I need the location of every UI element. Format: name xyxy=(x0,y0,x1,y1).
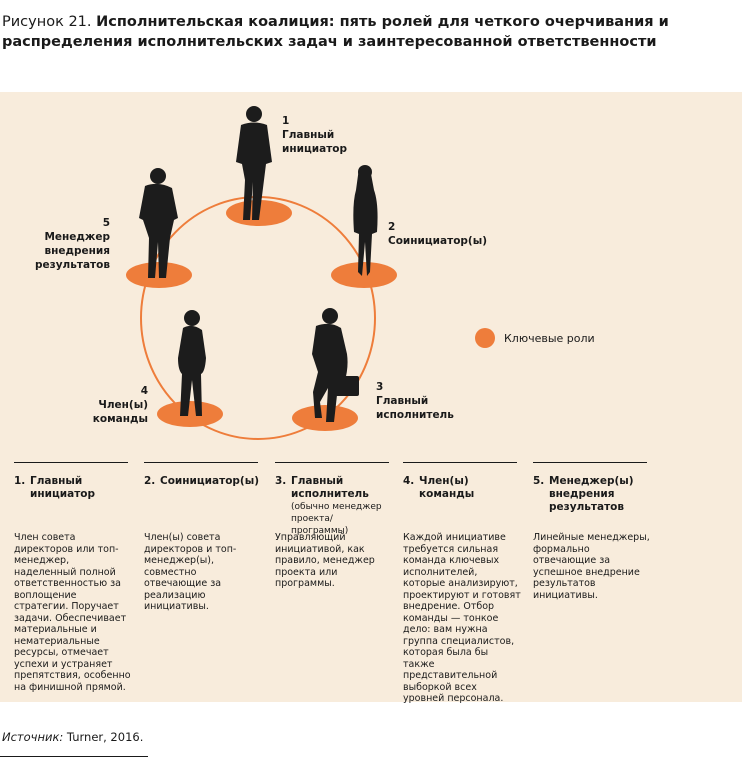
role-2-label: Соинициатор(ы) xyxy=(388,235,488,247)
role-label-4: 4 Член(ы) команды xyxy=(60,384,148,426)
column-heading: 3. Главный исполнитель (обычно менеджер … xyxy=(275,475,389,537)
column-heading: 1. Главный инициатор xyxy=(14,475,128,501)
column-number: 4. xyxy=(403,475,415,487)
role-label-1: 1 Главный инициатор xyxy=(282,114,352,156)
role-column-4: 4. Член(ы) команды Каждой инициативе тре… xyxy=(403,462,521,704)
column-body: Член совета директоров или топ-менеджер,… xyxy=(14,532,131,693)
column-title: Член(ы) команды xyxy=(419,475,475,500)
role-disc-2 xyxy=(331,262,397,288)
column-heading: 4. Член(ы) команды xyxy=(403,475,517,501)
person-1-silhouette xyxy=(236,106,272,220)
role-2-number: 2 xyxy=(388,221,396,233)
person-4-silhouette xyxy=(178,310,206,416)
figure-title-text: Исполнительская коалиция: пять ролей для… xyxy=(2,14,669,50)
role-3-label: Главный исполнитель xyxy=(376,395,454,421)
column-divider xyxy=(533,462,647,463)
coalition-diagram xyxy=(126,106,397,440)
role-3-number: 3 xyxy=(376,381,384,393)
role-disc-3 xyxy=(292,405,358,431)
person-2-silhouette xyxy=(353,165,378,276)
role-4-number: 4 xyxy=(140,385,148,397)
role-label-3: 3 Главный исполнитель xyxy=(376,380,454,422)
column-title: Главный исполнитель xyxy=(291,475,369,500)
column-body: Линейные менеджеры, формально отвечающие… xyxy=(533,532,650,601)
role-1-number: 1 xyxy=(282,115,290,127)
column-number: 1. xyxy=(14,475,26,487)
column-number: 2. xyxy=(144,475,156,487)
column-heading: 2. Соинициатор(ы) xyxy=(144,475,260,488)
role-column-5: 5. Менеджер(ы) внедрения результатов Лин… xyxy=(533,462,650,601)
column-divider xyxy=(403,462,517,463)
column-title: Менеджер(ы) внедрения результатов xyxy=(549,475,634,513)
role-4-label: Член(ы) команды xyxy=(92,399,148,425)
column-divider xyxy=(275,462,389,463)
role-column-3: 3. Главный исполнитель (обычно менеджер … xyxy=(275,462,389,589)
column-subtitle: (обычно менеджер проекта/программы) xyxy=(291,502,382,536)
column-body: Управляющий инициативой, как правило, ме… xyxy=(275,532,375,589)
source-text: Turner, 2016. xyxy=(63,730,144,744)
column-heading: 5. Менеджер(ы) внедрения результатов xyxy=(533,475,647,514)
role-column-1: 1. Главный инициатор Член совета директо… xyxy=(14,462,131,693)
source-note: Источник: Turner, 2016. xyxy=(2,730,143,744)
person-5-silhouette xyxy=(139,168,178,278)
figure-title-prefix: Рисунок 21. xyxy=(2,14,92,30)
legend-swatch xyxy=(475,328,495,348)
column-title: Главный инициатор xyxy=(30,475,96,500)
figure-title: Рисунок 21. Исполнительская коалиция: пя… xyxy=(2,12,722,52)
legend: Ключевые роли xyxy=(475,328,595,348)
column-number: 5. xyxy=(533,475,545,487)
person-3-silhouette xyxy=(312,308,359,422)
role-label-2: 2 Соинициатор(ы) xyxy=(388,220,487,248)
role-disc-4 xyxy=(157,401,223,427)
source-divider xyxy=(0,756,148,757)
legend-label: Ключевые роли xyxy=(504,331,595,345)
role-column-2: 2. Соинициатор(ы) Член(ы) совета директо… xyxy=(144,462,260,612)
column-divider xyxy=(14,462,128,463)
role-1-label: Главный инициатор xyxy=(282,129,348,155)
column-title: Соинициатор(ы) xyxy=(160,475,260,487)
column-body: Каждой инициативе требуется сильная кома… xyxy=(403,532,521,704)
column-body: Член(ы) совета директоров и топ-менеджер… xyxy=(144,532,237,612)
diagram-panel: 1 Главный инициатор 2 Соинициатор(ы) 3 Г… xyxy=(0,92,742,704)
column-divider xyxy=(144,462,258,463)
role-5-number: 5 xyxy=(102,217,110,229)
role-label-5: 5 Менеджер внедрения результатов xyxy=(30,216,110,272)
role-5-label: Менеджер внедрения результатов xyxy=(34,231,110,271)
source-label: Источник: xyxy=(2,730,64,744)
column-number: 3. xyxy=(275,475,287,487)
